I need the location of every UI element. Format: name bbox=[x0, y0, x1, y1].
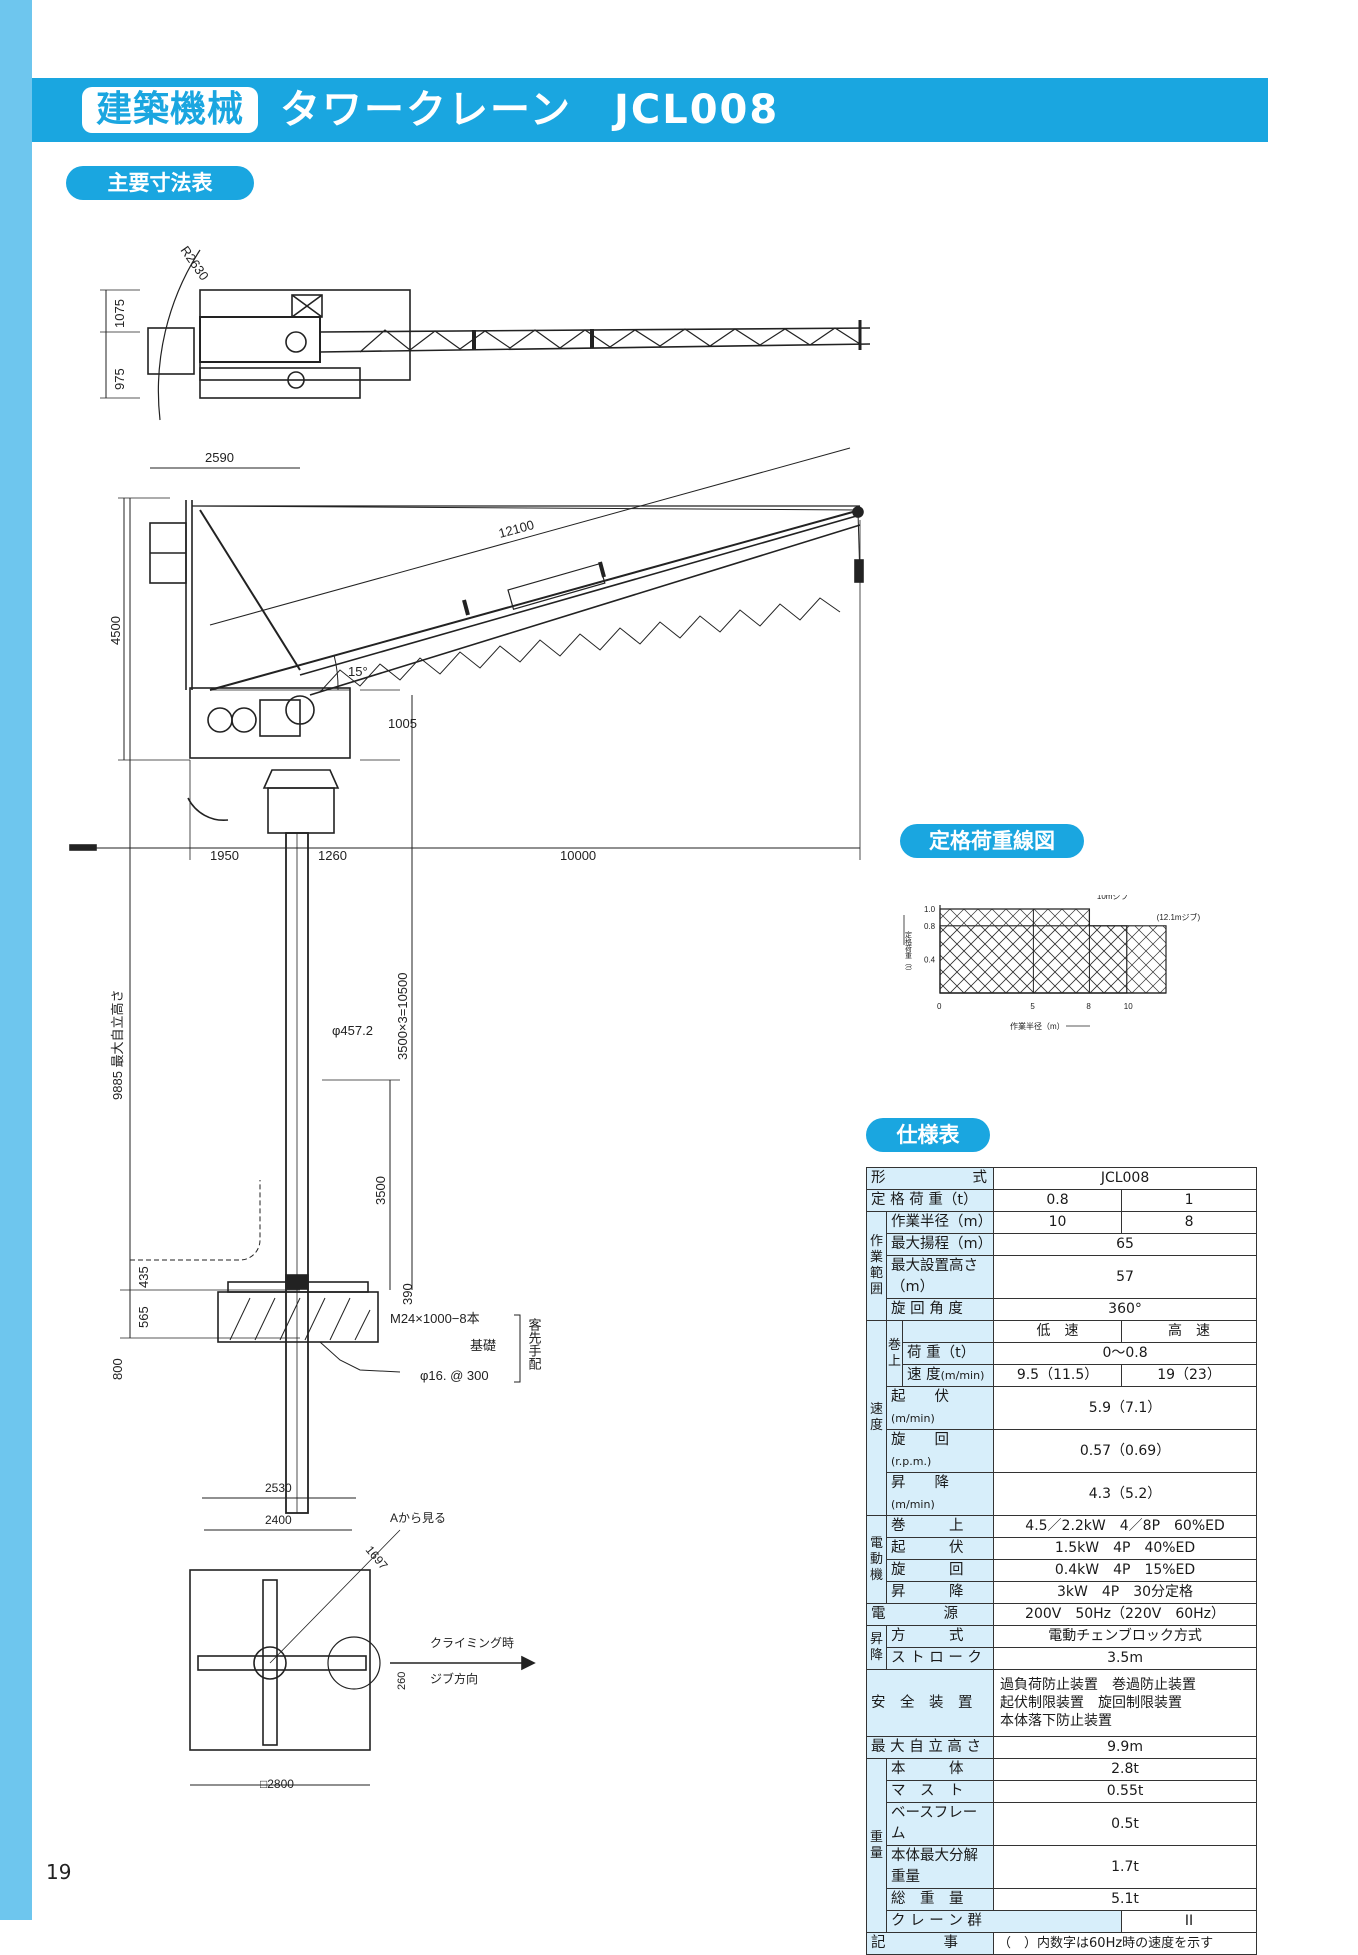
y-axis-label: 定格荷重（t） bbox=[905, 930, 913, 975]
x-axis-label: 作業半径（m） bbox=[1010, 1021, 1065, 1031]
foundation-label: 基礎 bbox=[470, 1338, 496, 1353]
spec-row-hoist-speed: 速 度(m/min)9.5（11.5）19（23） bbox=[867, 1364, 1258, 1387]
spec-row-speed-head: 速度巻上低 速高 速 bbox=[866, 1320, 1258, 1516]
x-tick-label: 0 bbox=[937, 1002, 942, 1011]
series-label-10m: 10mジブ bbox=[1097, 895, 1129, 901]
spec-row-note: 記 事（ ）内数字は60Hz時の速度を示す bbox=[865, 1932, 1258, 1955]
section-load-chart-label: 定格荷重線図 bbox=[900, 824, 1084, 858]
spec-row-luff: 起 伏(m/min)5.9（7.1） bbox=[867, 1386, 1258, 1430]
rebar-label: φ16. @ 300 bbox=[420, 1368, 489, 1383]
load-chart-svg: 0 5 8 10 1.0 0.8 0.4 作業半径（m） 定格荷重（t） 10mジブ (12.1mジ… bbox=[903, 891, 1201, 1031]
dim-sq2800: □2800 bbox=[260, 1777, 294, 1791]
dim-dia457: φ457.2 bbox=[332, 1023, 373, 1038]
section-spec-label: 仕様表 bbox=[866, 1118, 990, 1152]
spec-row-slew: 旋 回(r.p.m.)0.57（0.69） bbox=[867, 1429, 1258, 1473]
dim-1950: 1950 bbox=[210, 848, 239, 863]
dim-390: 390 bbox=[400, 1283, 415, 1305]
title-bar: 建築機械 タワークレーン JCL008 bbox=[32, 78, 1268, 142]
dim-10000: 10000 bbox=[560, 848, 596, 863]
dim-1075: 1075 bbox=[112, 299, 127, 328]
dim-800: 800 bbox=[110, 1358, 125, 1380]
dim-565: 565 bbox=[136, 1306, 151, 1328]
dim-2400: 2400 bbox=[265, 1513, 292, 1527]
climbing-label: クライミング時 bbox=[430, 1636, 514, 1650]
dim-1260: 1260 bbox=[318, 848, 347, 863]
spec-row-climb: 昇 降(m/min)4.3（5.2） bbox=[867, 1472, 1258, 1516]
left-accent-bar bbox=[0, 0, 32, 1920]
spec-row-max-install: 最大設置高さ（m）57 bbox=[867, 1255, 1258, 1299]
dim-4500: 4500 bbox=[108, 616, 123, 645]
dim-1697: 1697 bbox=[363, 1543, 391, 1573]
category-tag: 建築機械 bbox=[82, 87, 259, 133]
dimension-drawing: R2630 1075 975 2590 12100 15° 1005 4500 … bbox=[60, 220, 880, 1840]
x-tick-label: 5 bbox=[1030, 1002, 1035, 1011]
y-tick-label: 0.4 bbox=[924, 955, 936, 964]
x-tick-label: 10 bbox=[1124, 1002, 1133, 1011]
dim-1005: 1005 bbox=[388, 716, 417, 731]
section-dimensions-label: 主要寸法表 bbox=[66, 166, 254, 200]
series-label-12m: (12.1mジブ) bbox=[1157, 912, 1201, 922]
dim-r2630: R2630 bbox=[178, 243, 212, 283]
y-tick-label: 1.0 bbox=[924, 905, 936, 914]
dim-435: 435 bbox=[136, 1266, 151, 1288]
bolt-label: M24×1000−8本 bbox=[390, 1311, 480, 1326]
dim-angle-15: 15° bbox=[348, 664, 368, 679]
page-number: 19 bbox=[46, 1860, 72, 1884]
view-a-label: Aから見る bbox=[390, 1511, 446, 1525]
x-tick-label: 8 bbox=[1086, 1002, 1091, 1011]
spec-row-hoist-load: 荷 重（t）0〜0.8 bbox=[867, 1342, 1258, 1365]
page-title: タワークレーン JCL008 bbox=[280, 87, 780, 133]
load-chart: 0 5 8 10 1.0 0.8 0.4 作業半径（m） 定格荷重（t） 10mジブ (12.1mジ… bbox=[880, 891, 1220, 1045]
customer-supplied-label: 客先手配 bbox=[527, 1317, 542, 1370]
y-tick-label: 0.8 bbox=[924, 922, 936, 931]
dim-2590: 2590 bbox=[205, 450, 234, 465]
dim-2530: 2530 bbox=[265, 1481, 292, 1495]
dim-9885: 9885 最大自立高さ bbox=[110, 989, 125, 1100]
spec-row-max-lift: 最大揚程（m）65 bbox=[867, 1233, 1258, 1256]
jib-direction-label: ジブ方向 bbox=[430, 1671, 478, 1686]
dim-3500x3: 3500×3=10500 bbox=[395, 973, 410, 1060]
dim-260: 260 bbox=[396, 1672, 408, 1690]
spec-row-safety: 安 全 装 置 過負荷防止装置 巻過防止装置起伏制限装置 旋回制限装置本体落下防… bbox=[865, 1669, 1258, 1737]
dim-12100: 12100 bbox=[497, 517, 536, 541]
dim-975: 975 bbox=[112, 368, 127, 390]
spec-row-lift-method: 昇降方 式電動チェンブロック方式 bbox=[866, 1625, 1258, 1670]
dim-3500: 3500 bbox=[373, 1176, 388, 1205]
